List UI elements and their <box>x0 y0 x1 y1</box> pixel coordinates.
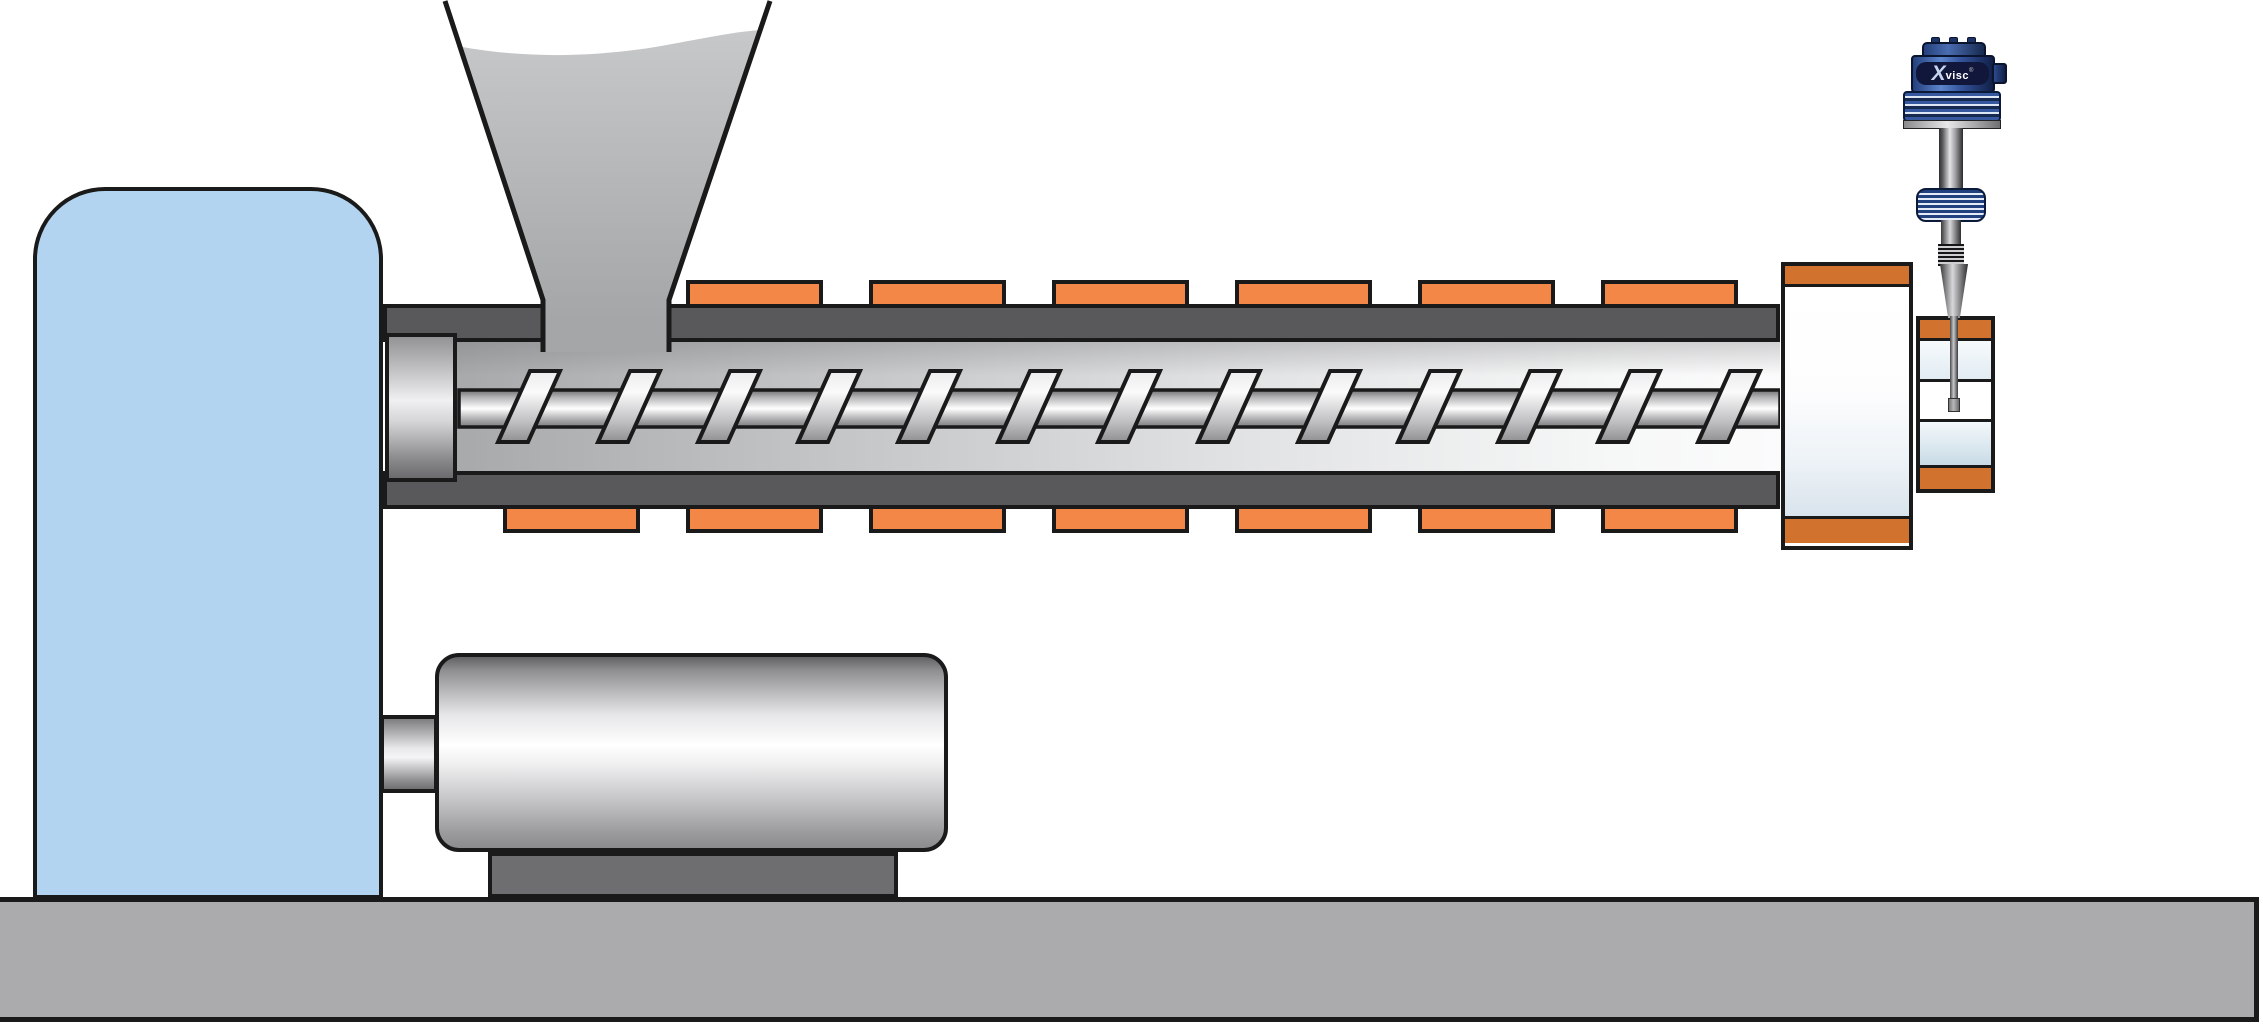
heater-band <box>1052 505 1189 533</box>
sensor-taper <box>1940 264 1968 318</box>
heater-band <box>686 505 823 533</box>
end-flange <box>1781 262 1913 550</box>
sensor-mounting-threads <box>1938 244 1964 266</box>
screw-flight <box>1694 369 1764 444</box>
screw-flight <box>1194 369 1264 444</box>
screw-flight <box>1494 369 1564 444</box>
heater-band <box>869 280 1006 308</box>
motor-mount-block <box>488 852 898 898</box>
machine-base <box>0 897 2259 1022</box>
screw-flight <box>694 369 764 444</box>
hopper-wall-left <box>442 0 546 352</box>
screw-flight <box>1094 369 1164 444</box>
sensor-stem-lower <box>1941 220 1961 246</box>
drive-motor <box>435 653 948 852</box>
extruder-screw <box>457 369 1780 444</box>
gearbox-housing <box>33 187 383 899</box>
barrel-wall-bottom <box>383 471 1780 509</box>
sensor-brand-x: X <box>1931 62 1946 85</box>
screw-flights <box>494 369 1764 444</box>
die-heater-bottom <box>1920 468 1991 489</box>
registered-trademark-icon: ® <box>1969 67 1974 74</box>
heater-band <box>1601 505 1738 533</box>
heater-band <box>1235 505 1372 533</box>
screw-flight <box>894 369 964 444</box>
sensor-probe-rod <box>1950 316 1958 402</box>
screw-coupling <box>385 333 457 482</box>
die-channel-lower <box>1920 422 1991 468</box>
heater-band <box>1418 505 1555 533</box>
flange-heater-bottom <box>1785 519 1909 543</box>
motor-drive-shaft <box>380 715 438 793</box>
flange-body <box>1785 287 1909 519</box>
heater-band <box>503 505 640 533</box>
sensor-stem-upper <box>1939 128 1963 190</box>
sensor-cooling-fins-upper <box>1903 91 2001 122</box>
sensor-connector <box>1992 63 2007 84</box>
screw-flight <box>1294 369 1364 444</box>
flange-heater-top <box>1785 266 1909 287</box>
screw-flight <box>994 369 1064 444</box>
screw-flight <box>1394 369 1464 444</box>
hopper-material <box>457 30 762 352</box>
screw-flight <box>794 369 864 444</box>
sensor-brand-suffix: visc <box>1945 69 1969 82</box>
sensor-probe-tip <box>1948 398 1960 412</box>
screw-flight <box>494 369 564 444</box>
hopper-wall-right <box>666 0 773 352</box>
sensor-cooling-collar <box>1916 188 1986 222</box>
screw-flight <box>1594 369 1664 444</box>
feed-hopper <box>442 0 773 352</box>
heater-band <box>869 505 1006 533</box>
screw-flight <box>594 369 664 444</box>
